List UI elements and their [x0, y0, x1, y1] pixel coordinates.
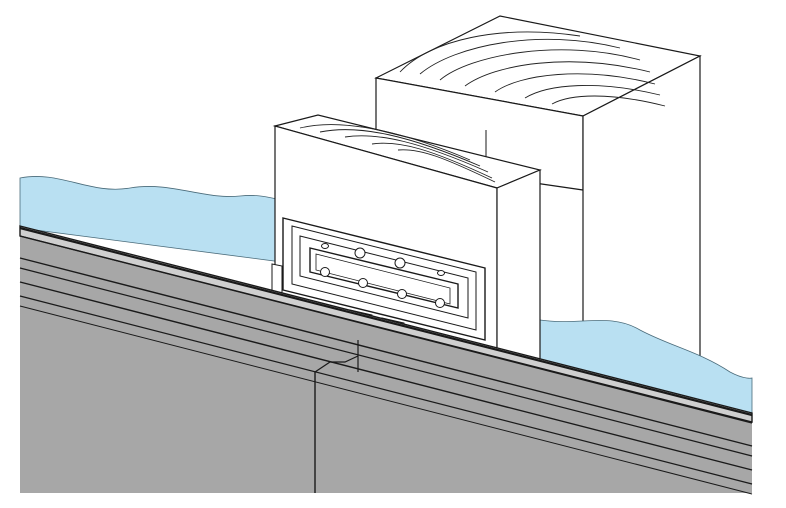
water-surface-right: [539, 319, 753, 421]
cladding-panel: [19, 225, 753, 495]
panel-joint: [314, 340, 359, 493]
screw-holes: [320, 243, 445, 308]
water-surface-left: [19, 176, 283, 263]
